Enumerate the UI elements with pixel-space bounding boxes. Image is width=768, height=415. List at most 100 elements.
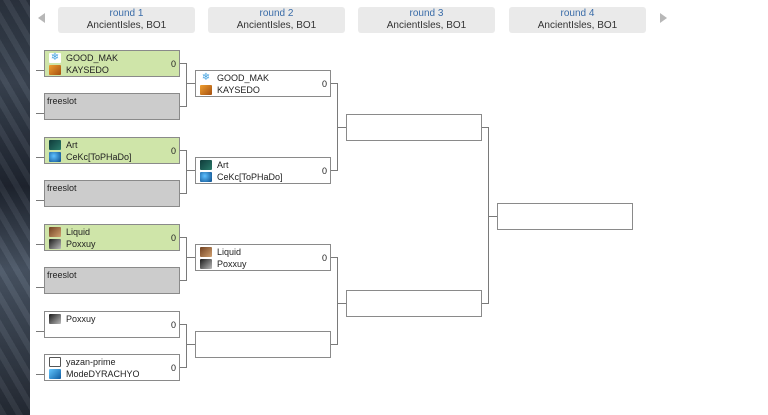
teal-emblem-icon (200, 160, 212, 170)
round4-match-1[interactable] (497, 203, 633, 230)
teal-emblem-icon (49, 140, 61, 150)
match-score: 0 (170, 59, 176, 69)
round1-match-8[interactable]: yazan-prime ModeDYRACHYO 0 (44, 354, 180, 381)
bracket-connector (186, 83, 195, 84)
player-name[interactable]: KAYSEDO (66, 65, 109, 75)
player-name[interactable]: Poxxuy (66, 239, 96, 249)
free-slot-label: freeslot (47, 183, 77, 193)
snowflake-icon: ❄ (49, 52, 61, 63)
globe-icon (200, 172, 212, 182)
bracket-connector (180, 280, 186, 281)
bracket-connector (482, 127, 488, 128)
player-row: CeKc[ToPHaDo] (200, 171, 283, 183)
round-title[interactable]: round 1 (109, 8, 144, 19)
player-name[interactable]: ModeDYRACHYO (66, 369, 140, 379)
round2-match-2[interactable]: Art CeKc[ToPHaDo] 0 (195, 157, 331, 184)
round1-match-3[interactable]: Art CeKc[ToPHaDo] 0 (44, 137, 180, 164)
blue-emblem-icon (49, 369, 61, 379)
player-name[interactable]: Liquid (217, 247, 242, 257)
round1-match-4[interactable]: freeslot (44, 180, 180, 207)
dark-emblem-icon (49, 314, 61, 324)
bracket-connector (180, 63, 186, 64)
player-name[interactable]: Poxxuy (217, 259, 247, 269)
bracket-connector (186, 344, 195, 345)
bracket-connector (337, 303, 346, 304)
player-name[interactable]: KAYSEDO (217, 85, 260, 95)
round-header-2: round 2 AncientIsles, BO1 (208, 7, 345, 33)
round1-match-1[interactable]: ❄ GOOD_MAK KAYSEDO 0 (44, 50, 180, 77)
bracket-connector (488, 127, 489, 304)
player-row: Poxxuy (49, 313, 96, 325)
player-name[interactable]: Art (66, 140, 78, 150)
round1-match-5[interactable]: Liquid Poxxuy 0 (44, 224, 180, 251)
page-background-strip (0, 0, 30, 415)
match-score: 0 (321, 79, 327, 89)
player-name[interactable]: CeKc[ToPHaDo] (217, 172, 283, 182)
round2-match-4[interactable] (195, 331, 331, 358)
bracket-connector (186, 63, 187, 107)
bracket-connector (180, 106, 186, 107)
free-slot-label: freeslot (47, 96, 77, 106)
player-name[interactable]: Liquid (66, 227, 91, 237)
bracket-connector (36, 157, 44, 158)
player-name[interactable]: GOOD_MAK (217, 73, 270, 83)
round2-match-3[interactable]: Liquid Poxxuy 0 (195, 244, 331, 271)
round-title[interactable]: round 3 (409, 8, 444, 19)
round-header-3: round 3 AncientIsles, BO1 (358, 7, 495, 33)
bracket-connector (331, 344, 337, 345)
bracket-connector (180, 324, 186, 325)
bracket-connector (337, 127, 346, 128)
bracket-connector (36, 113, 44, 114)
dark-emblem-icon (49, 239, 61, 249)
bracket-connector (180, 193, 186, 194)
orange-emblem-icon (49, 65, 61, 75)
prev-round-arrow-icon[interactable] (38, 13, 45, 23)
round-subtitle: AncientIsles, BO1 (236, 20, 317, 31)
bracket-connector (36, 287, 44, 288)
player-name[interactable]: yazan-prime (66, 357, 116, 367)
bracket-connector (186, 170, 195, 171)
round1-match-2[interactable]: freeslot (44, 93, 180, 120)
player-name[interactable]: Art (217, 160, 229, 170)
bracket-connector (186, 150, 187, 194)
round1-match-7[interactable]: Poxxuy 0 (44, 311, 180, 338)
player-row: Liquid (200, 246, 241, 258)
bracket-connector (180, 367, 186, 368)
round2-match-1[interactable]: ❄ GOOD_MAK KAYSEDO 0 (195, 70, 331, 97)
bracket-connector (36, 70, 44, 71)
round3-match-2[interactable] (346, 290, 482, 317)
bracket-connector (482, 303, 488, 304)
dark-emblem-icon (200, 259, 212, 269)
player-row: KAYSEDO (49, 64, 109, 76)
bracket-connector (186, 237, 187, 281)
player-row: Art (49, 139, 78, 151)
match-score: 0 (321, 253, 327, 263)
bracket-connector (180, 237, 186, 238)
round-subtitle: AncientIsles, BO1 (537, 20, 618, 31)
round3-match-1[interactable] (346, 114, 482, 141)
match-score: 0 (170, 233, 176, 243)
match-score: 0 (170, 320, 176, 330)
next-round-arrow-icon[interactable] (660, 13, 667, 23)
round-subtitle: AncientIsles, BO1 (386, 20, 467, 31)
round1-match-6[interactable]: freeslot (44, 267, 180, 294)
player-row: CeKc[ToPHaDo] (49, 151, 132, 163)
round-title[interactable]: round 2 (259, 8, 294, 19)
player-row: KAYSEDO (200, 84, 260, 96)
white-emblem-icon (49, 357, 61, 367)
bracket-connector (331, 257, 337, 258)
player-name[interactable]: Poxxuy (66, 314, 96, 324)
round-header-4: round 4 AncientIsles, BO1 (509, 7, 646, 33)
player-name[interactable]: CeKc[ToPHaDo] (66, 152, 132, 162)
player-row: ❄ GOOD_MAK (200, 72, 269, 84)
free-slot-label: freeslot (47, 270, 77, 280)
snowflake-icon: ❄ (200, 72, 212, 83)
player-name[interactable]: GOOD_MAK (66, 53, 119, 63)
bracket-connector (36, 331, 44, 332)
round-title[interactable]: round 4 (560, 8, 595, 19)
player-row: Liquid (49, 226, 90, 238)
match-score: 0 (170, 146, 176, 156)
bracket-connector (488, 216, 497, 217)
player-row: ModeDYRACHYO (49, 368, 140, 380)
bracket-connector (337, 257, 338, 345)
